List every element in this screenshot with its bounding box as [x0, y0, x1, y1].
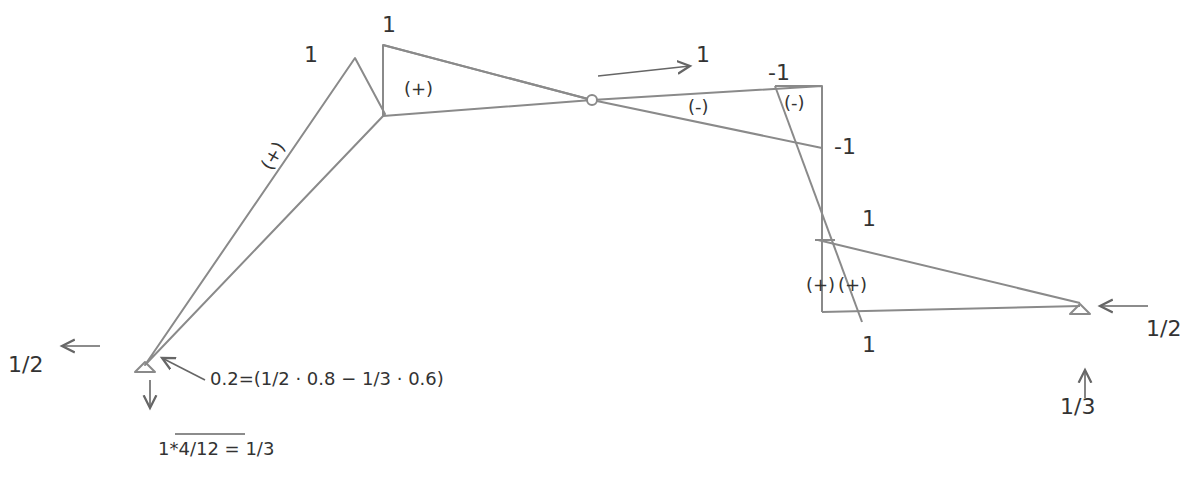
reaction-label: 1/2 — [1146, 318, 1181, 340]
value-label: 1 — [382, 14, 396, 36]
sign-label: (-) — [688, 98, 709, 116]
sign-label: (+) — [838, 276, 867, 294]
load-label: 1 — [696, 44, 710, 66]
value-label: 1 — [304, 44, 318, 66]
value-label: -1 — [834, 136, 856, 158]
value-label: -1 — [768, 62, 790, 84]
sign-label: (+) — [806, 276, 835, 294]
reaction-label: 1/3 — [1060, 396, 1095, 418]
calc-note: 0.2=(1/2 · 0.8 − 1/3 · 0.6) — [210, 370, 444, 388]
sign-label: (-) — [784, 94, 805, 112]
value-label: 1 — [862, 334, 876, 356]
value-label: 1 — [862, 208, 876, 230]
reaction-label: 1/2 — [8, 354, 43, 376]
sign-label: (+) — [404, 80, 433, 98]
calc-note: 1*4/12 = 1/3 — [158, 440, 274, 458]
sign-label: (+) — [258, 139, 288, 173]
